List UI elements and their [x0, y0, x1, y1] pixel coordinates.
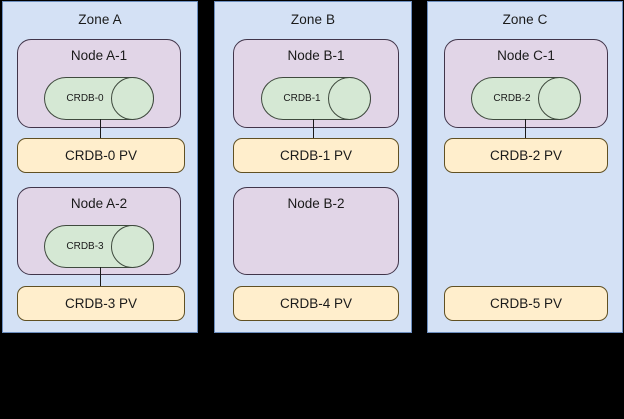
pv-box-crdb-4[interactable]: CRDB-4 PV	[233, 286, 399, 321]
node-label-a-2: Node A-2	[70, 196, 128, 211]
pv-box-crdb-0[interactable]: CRDB-0 PV	[17, 138, 185, 173]
pv-box-crdb-5[interactable]: CRDB-5 PV	[444, 286, 608, 321]
database-label-crdb-1: CRDB-1	[283, 93, 321, 104]
node-label-c-1: Node C-1	[497, 48, 555, 63]
zone-title-a: Zone A	[78, 12, 122, 27]
database-cylinder-crdb-2[interactable]: CRDB-2	[471, 77, 581, 120]
zone-container-c[interactable]: Zone C Node C-1 CRDB-2 CRDB-2 PV CRDB-5 …	[427, 1, 623, 333]
database-cylinder-crdb-3[interactable]: CRDB-3	[44, 225, 154, 268]
database-cylinder-crdb-1[interactable]: CRDB-1	[261, 77, 371, 120]
zone-title-b: Zone B	[290, 12, 336, 27]
cylinder-cap	[111, 77, 154, 120]
database-cylinder-crdb-0[interactable]: CRDB-0	[44, 77, 154, 120]
node-label-b-2: Node B-2	[287, 196, 345, 211]
connector-c-1	[525, 119, 526, 138]
node-label-b-1: Node B-1	[287, 48, 345, 63]
database-label-crdb-2: CRDB-2	[493, 93, 531, 104]
zone-container-a[interactable]: Zone A Node A-1 CRDB-0 CRDB-0 PV Node A-…	[2, 1, 198, 333]
cylinder-cap	[111, 225, 154, 268]
pv-box-crdb-1[interactable]: CRDB-1 PV	[233, 138, 399, 173]
database-label-crdb-3: CRDB-3	[66, 241, 104, 252]
connector-a-2	[100, 267, 101, 286]
pv-box-crdb-2[interactable]: CRDB-2 PV	[444, 138, 608, 173]
cylinder-cap	[328, 77, 371, 120]
connector-a-1	[100, 119, 101, 138]
zone-title-c: Zone C	[502, 12, 548, 27]
cylinder-cap	[538, 77, 581, 120]
node-box-c-1[interactable]: Node C-1 CRDB-2	[444, 39, 608, 128]
node-box-a-1[interactable]: Node A-1 CRDB-0	[17, 39, 181, 128]
pv-box-crdb-3[interactable]: CRDB-3 PV	[17, 286, 185, 321]
zone-container-b[interactable]: Zone B Node B-1 CRDB-1 CRDB-1 PV Node B-…	[214, 1, 412, 333]
database-label-crdb-0: CRDB-0	[66, 93, 104, 104]
node-label-a-1: Node A-1	[70, 48, 128, 63]
node-box-b-1[interactable]: Node B-1 CRDB-1	[233, 39, 399, 128]
node-box-b-2[interactable]: Node B-2	[233, 187, 399, 275]
node-box-a-2[interactable]: Node A-2 CRDB-3	[17, 187, 181, 275]
connector-b-1	[313, 119, 314, 138]
